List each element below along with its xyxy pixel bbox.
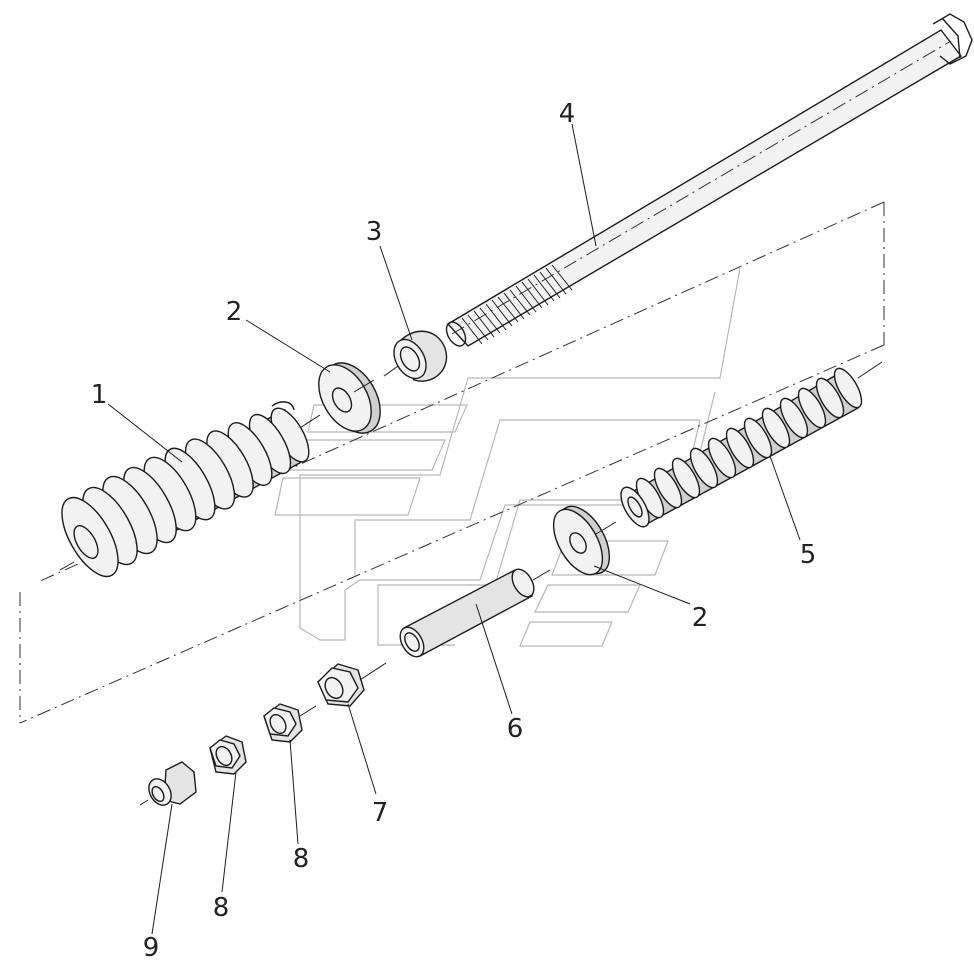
flange-nut	[139, 761, 197, 806]
callout-labels: 1 2 3 4 5 2 6 7 8 8 9	[91, 99, 817, 963]
leader-2-right	[593, 565, 691, 605]
callout-9: 9	[143, 933, 160, 963]
hex-nut-mid	[263, 703, 317, 743]
sleeve	[399, 568, 551, 658]
callout-4: 4	[559, 99, 576, 129]
callout-5: 5	[800, 540, 817, 570]
callout-2-right: 2	[692, 603, 709, 633]
spring-large-coils	[61, 407, 310, 578]
callout-7: 7	[372, 798, 389, 828]
hex-nut-small	[209, 735, 247, 775]
leader-7	[347, 703, 377, 795]
leader-3	[379, 245, 413, 341]
spring-small	[620, 361, 883, 528]
leader-9	[151, 803, 173, 935]
leader-1	[107, 403, 183, 463]
washer-right	[552, 505, 617, 576]
spring-small-coils	[620, 367, 863, 528]
callout-2-left: 2	[226, 297, 243, 327]
callout-1: 1	[91, 380, 108, 410]
leader-8-small	[221, 771, 237, 893]
callout-3: 3	[366, 217, 383, 247]
leader-4	[571, 123, 597, 247]
cup	[383, 330, 448, 382]
leader-5	[769, 455, 801, 541]
leader-2-left	[245, 319, 331, 373]
leader-8-mid	[289, 739, 299, 845]
callout-8-mid: 8	[293, 844, 310, 874]
spring-large	[59, 401, 313, 578]
long-bolt	[445, 13, 973, 347]
hex-nut-large	[317, 662, 387, 707]
assembly-outline	[19, 201, 885, 724]
leader-6	[475, 603, 513, 715]
leader-lines	[107, 123, 801, 935]
bolt-thread	[461, 264, 573, 345]
washer-left	[305, 362, 381, 434]
callout-8-small: 8	[213, 893, 230, 923]
callout-6: 6	[507, 714, 524, 744]
